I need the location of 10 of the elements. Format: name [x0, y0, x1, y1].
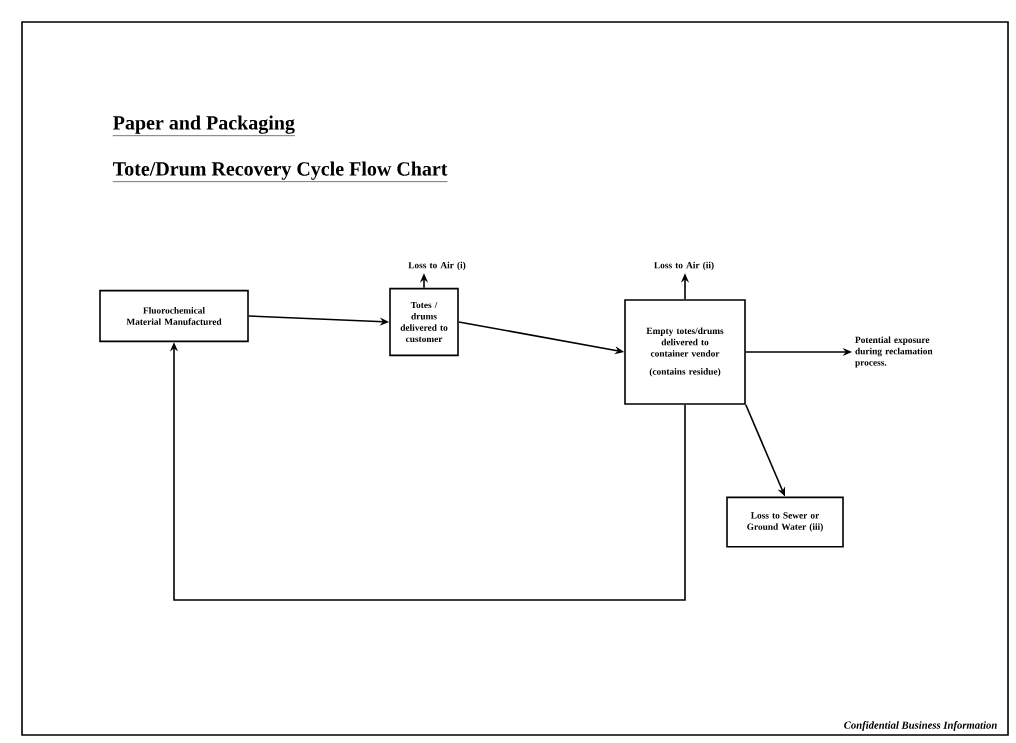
process-box: Empty totes/drums delivered to container vendor (contains residue) [624, 299, 746, 405]
process-box: Fluorochemical Material Manufactured [99, 289, 249, 343]
process-box: Loss to Sewer or Ground Water (iii) [726, 496, 844, 548]
heading: Paper and Packaging [112, 115, 296, 136]
output-text: Loss to Air (i) [408, 261, 466, 271]
output-text: Loss to Air (ii) [654, 261, 714, 271]
process-box: Totes / drums delivered to customer [389, 287, 459, 357]
footer-text: Confidential Business Information [844, 721, 997, 731]
heading: Tote/Drum Recovery Cycle Flow Chart [112, 161, 448, 182]
output-text: Potential exposure during reclamation process. [855, 336, 933, 368]
